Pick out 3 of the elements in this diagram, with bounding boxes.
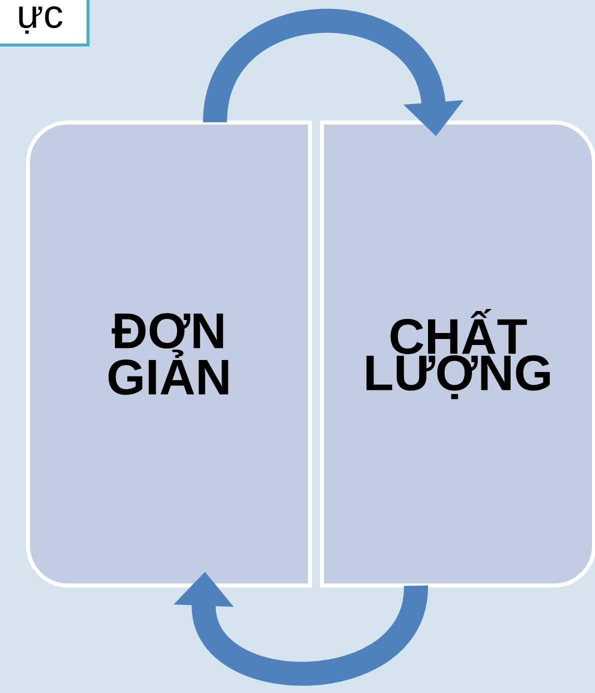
panel: ĐƠN GIẢN <box>26 120 312 588</box>
label-box: ực <box>0 0 90 46</box>
panel: CHẤT LƯỢNG <box>320 120 595 588</box>
